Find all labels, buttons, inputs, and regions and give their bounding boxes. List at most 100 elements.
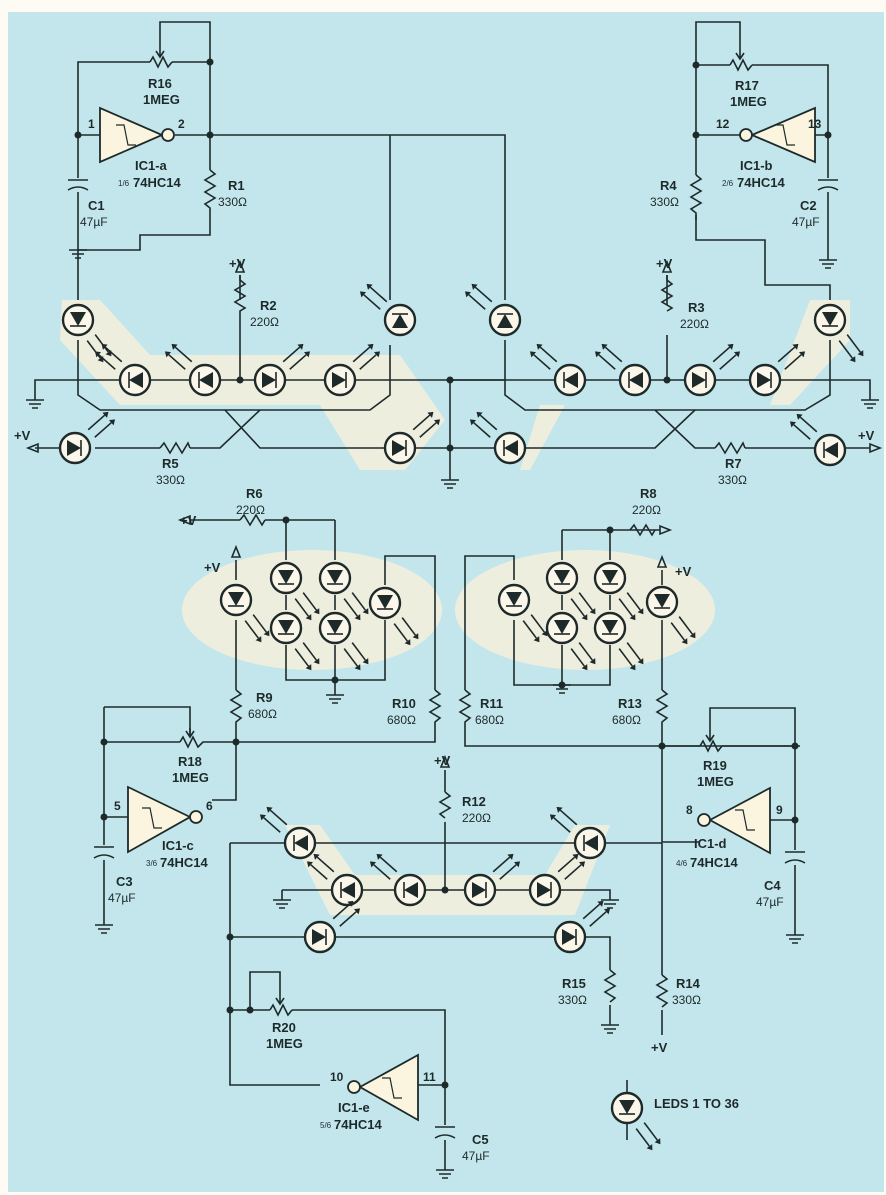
led-icon <box>469 411 527 465</box>
resistor-symbols <box>149 48 753 1017</box>
ground-icon <box>553 684 571 694</box>
component-value: 47µF <box>108 891 136 905</box>
gate-fraction: 4/6 <box>676 859 688 868</box>
led-icon <box>369 853 427 907</box>
ground-icon <box>26 399 44 409</box>
component-value: 680Ω <box>475 713 504 727</box>
component-ref: R9 <box>256 690 273 705</box>
component-ref: R14 <box>676 976 701 991</box>
gate-part: 74HC14 <box>334 1117 382 1132</box>
gate-ref: IC1-b <box>740 158 773 173</box>
supply-label: +V <box>656 256 673 271</box>
gate-ref: IC1-c <box>162 838 194 853</box>
component-ref: R13 <box>618 696 642 711</box>
component-ref: C3 <box>116 874 133 889</box>
gate-ic1-d <box>697 786 771 855</box>
component-ref: C5 <box>472 1132 489 1147</box>
supply-label: +V <box>675 564 692 579</box>
pin-label: 8 <box>686 803 693 817</box>
junction-dots <box>74 58 832 1089</box>
resistor-r8 <box>629 523 656 537</box>
component-value: 220Ω <box>632 503 661 517</box>
resistor-r11 <box>458 689 472 730</box>
led-icon <box>318 611 369 671</box>
component-value: 330Ω <box>156 473 185 487</box>
resistor-r14 <box>655 974 669 1008</box>
component-value: 680Ω <box>248 707 277 721</box>
pin-label: 11 <box>423 1070 436 1084</box>
supply-label: +V <box>434 753 451 768</box>
supply-label: +V <box>180 513 197 528</box>
led-icon <box>789 413 847 467</box>
component-ref: C1 <box>88 198 105 213</box>
gate-fraction: 5/6 <box>320 1121 332 1130</box>
pot-r19 <box>699 739 723 753</box>
component-ref: R11 <box>480 696 503 711</box>
ground-icon <box>436 1169 454 1179</box>
gate-ref: IC1-d <box>694 836 727 851</box>
resistor-r3 <box>660 275 674 312</box>
wires <box>34 21 871 1170</box>
component-value: 330Ω <box>650 195 679 209</box>
pot-r20 <box>269 1003 293 1017</box>
schematic-background <box>8 12 884 1192</box>
supply-label: +V <box>204 560 221 575</box>
pin-label: 13 <box>808 117 822 131</box>
ground-icon <box>326 694 344 704</box>
resistor-r10 <box>428 689 442 730</box>
pot-r16 <box>149 55 173 69</box>
led-icon <box>259 806 317 860</box>
pin-label: 1 <box>88 117 95 131</box>
led-icon <box>318 561 369 621</box>
component-value: 680Ω <box>387 713 416 727</box>
ground-icon <box>95 924 113 934</box>
gate-part: 74HC14 <box>133 175 181 190</box>
led-glow-bands <box>60 300 850 915</box>
component-ref: R19 <box>703 758 727 773</box>
gate-part: 74HC14 <box>737 175 785 190</box>
component-value: 47µF <box>792 215 820 229</box>
gate-fraction: 3/6 <box>146 859 158 868</box>
component-value: 680Ω <box>612 713 641 727</box>
supply-label: +V <box>229 256 246 271</box>
led-icon <box>593 561 644 621</box>
led-icon <box>323 343 381 397</box>
resistor-r1 <box>203 169 217 215</box>
led-icon <box>219 583 270 643</box>
component-ref: R20 <box>272 1020 296 1035</box>
labels: 1 2 IC1-a 1/6 74HC14 R16 1MEG C1 47µF R1… <box>14 76 875 1163</box>
pin-label: 12 <box>716 117 730 131</box>
component-value: 47µF <box>756 895 784 909</box>
component-value: 330Ω <box>672 993 701 1007</box>
led-icon <box>497 583 548 643</box>
gate-fraction: 1/6 <box>118 179 130 188</box>
component-value: 1MEG <box>266 1036 303 1051</box>
led-icon <box>269 611 320 671</box>
gate-ic1-a <box>99 106 175 164</box>
led-icon <box>306 853 364 907</box>
component-value: 1MEG <box>697 774 734 789</box>
component-ref: R15 <box>562 976 586 991</box>
pin-label: 5 <box>114 799 121 813</box>
led-icon <box>594 343 652 397</box>
led-icon <box>269 561 320 621</box>
led-icon <box>553 900 611 954</box>
component-value: 1MEG <box>172 770 209 785</box>
led-icon <box>549 806 607 860</box>
component-ref: R17 <box>735 78 759 93</box>
ground-icon <box>861 399 879 409</box>
component-ref: R6 <box>246 486 263 501</box>
led-symbols <box>58 283 864 1151</box>
resistor-r5 <box>159 441 191 455</box>
component-value: 220Ω <box>680 317 709 331</box>
led-icon <box>813 303 864 363</box>
led-icon <box>164 343 222 397</box>
component-ref: R16 <box>148 76 172 91</box>
legend-label: LEDS 1 TO 36 <box>654 1096 739 1111</box>
component-ref: R10 <box>392 696 416 711</box>
legend-led-icon <box>610 1091 661 1151</box>
gate-ic1-b <box>739 106 816 164</box>
component-ref: R8 <box>640 486 657 501</box>
led-icon <box>383 411 441 465</box>
